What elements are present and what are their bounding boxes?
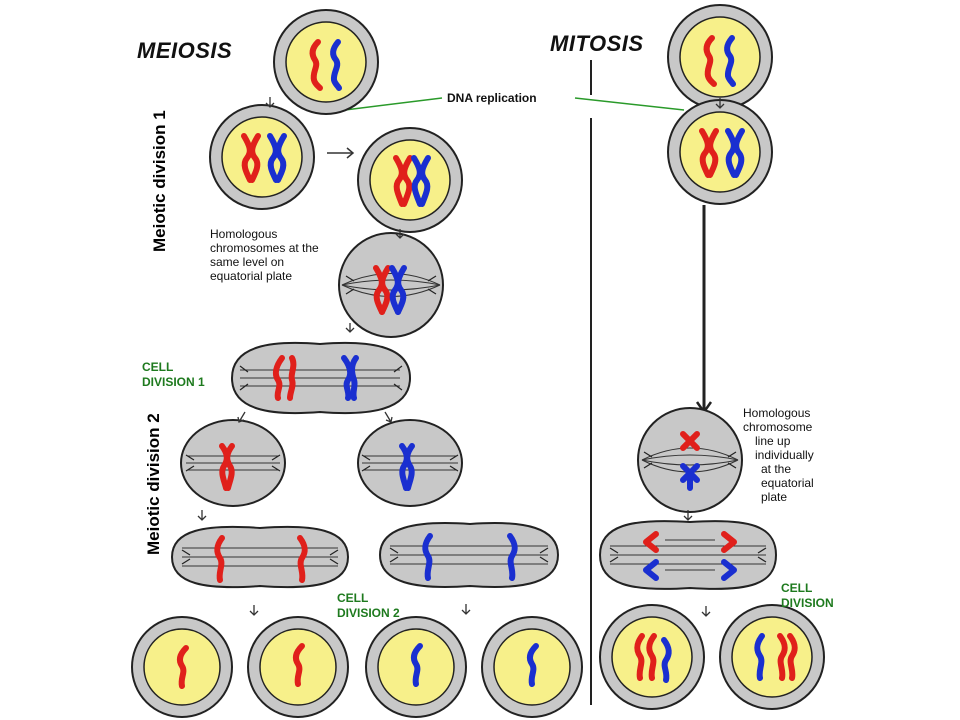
meiosis-cell-anaphase-1: [230, 341, 412, 415]
meiosis-daughter-cell-1: [131, 616, 233, 718]
mitosis-cell-replicated: [667, 99, 773, 205]
mitosis-title: MITOSIS: [550, 31, 644, 56]
meiotic-division-2-label: Meiotic division 2: [144, 413, 163, 555]
homologous-same-level-note: Homologous chromosomes at the same level…: [210, 227, 319, 283]
cell-division-label: CELL DIVISION: [781, 581, 834, 610]
dna-replication-connector-right: [574, 97, 685, 111]
meiosis-cell-metaphase-2-left: [180, 419, 286, 507]
down-arrow-icon: [197, 97, 725, 617]
meiosis-cell-replicated: [209, 104, 315, 210]
meiosis-cell-synapsis: [357, 127, 463, 233]
meiosis-daughter-cell-4: [481, 616, 583, 718]
dna-replication-connector-left: [344, 97, 443, 111]
meiosis-title: MEIOSIS: [137, 38, 233, 63]
arrow-right-synapsis: [327, 147, 355, 159]
cell-division-1-label: CELL DIVISION 1: [142, 360, 205, 389]
meiosis-cell-anaphase-2-left: [170, 525, 350, 589]
meiosis-cell-metaphase-2-right: [357, 419, 463, 507]
mitosis-long-arrow: [695, 205, 713, 415]
meiosis-cell-metaphase-1: [338, 232, 444, 338]
meiosis-daughter-cell-2: [247, 616, 349, 718]
meiosis-cell-start: [273, 9, 379, 115]
homologous-individually-note: Homologous chromosome line up individual…: [743, 406, 814, 504]
mitosis-cell-metaphase: [637, 407, 743, 513]
meiosis-cell-anaphase-2-right: [378, 522, 560, 588]
dna-replication-label: DNA replication: [447, 91, 537, 105]
mitosis-cell-anaphase: [598, 520, 778, 590]
cell-division-2-label: CELL DIVISION 2: [337, 591, 400, 620]
mitosis-daughter-cell-2: [719, 604, 825, 710]
meiotic-division-1-label: Meiotic division 1: [150, 110, 169, 252]
mitosis-cell-start: [667, 4, 773, 110]
mitosis-daughter-cell-1: [599, 604, 705, 710]
meiosis-daughter-cell-3: [365, 616, 467, 718]
